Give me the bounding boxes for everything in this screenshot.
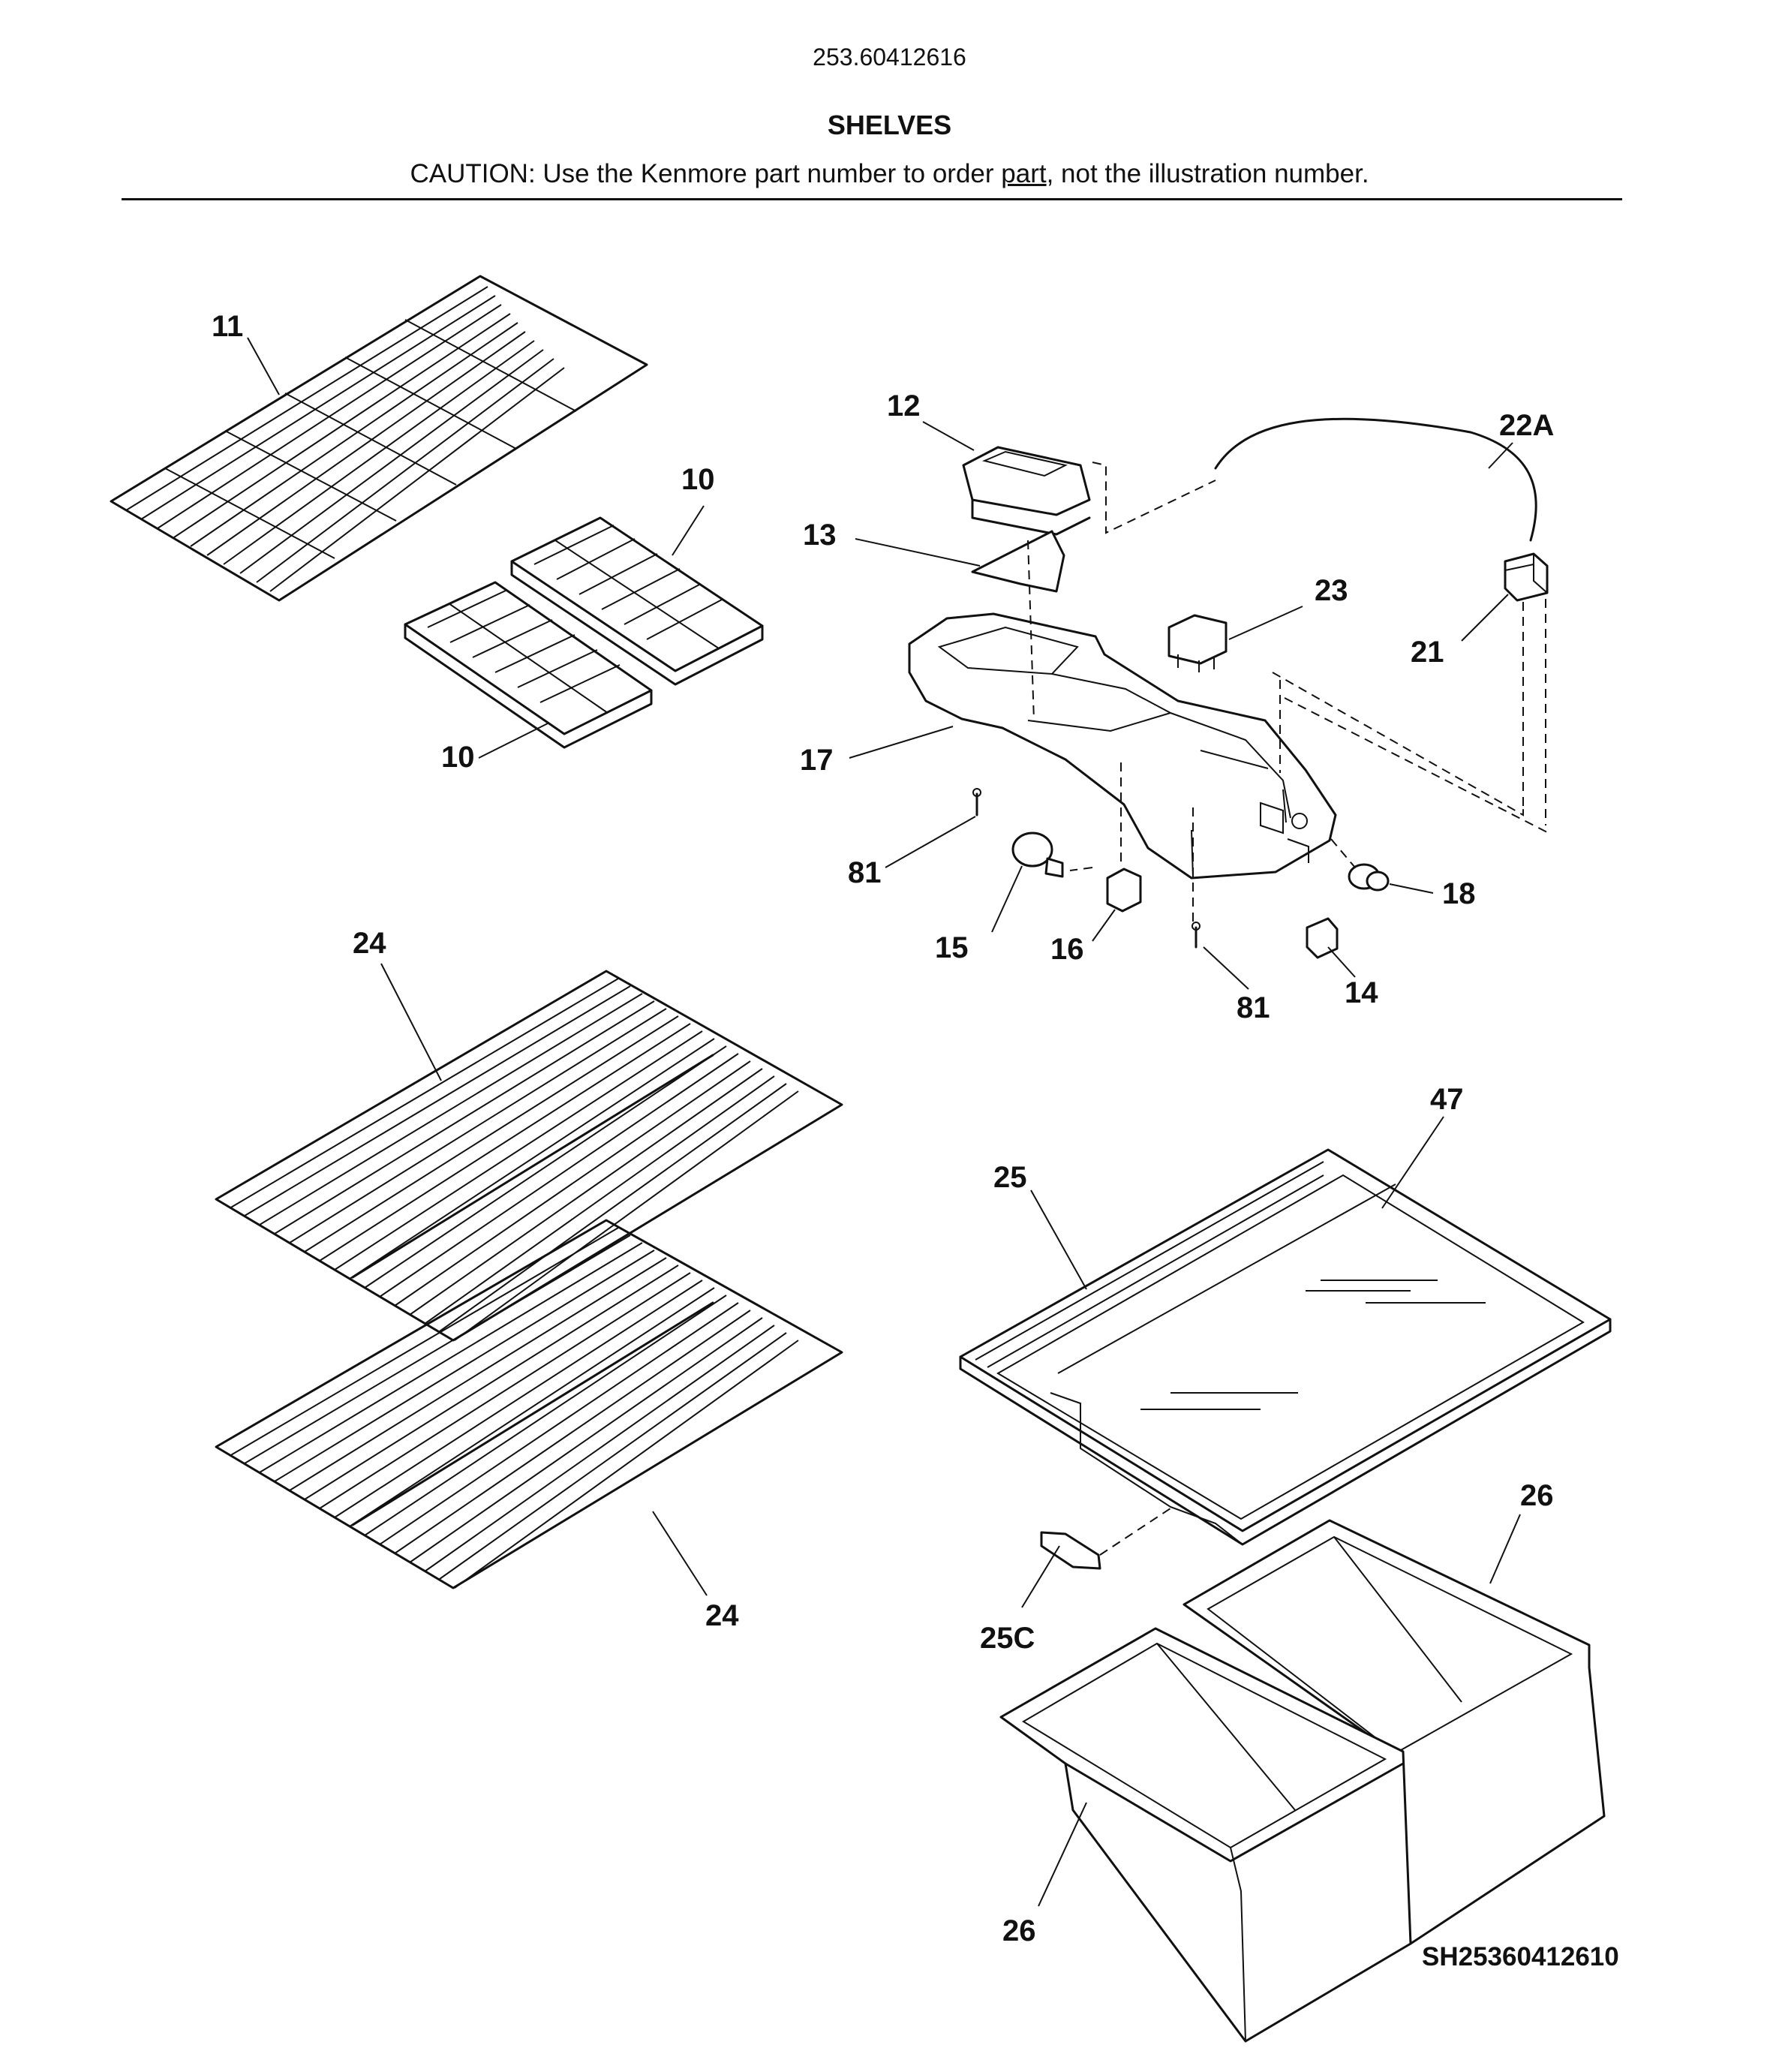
screw-part-81-left (972, 788, 981, 816)
callout-81-left: 81 (848, 856, 882, 889)
light-bulb-part-15 (1011, 832, 1064, 878)
callout-10-lower: 10 (441, 741, 475, 774)
glass-panel-part-47 (1140, 1280, 1486, 1410)
callout-labels: 11 10 10 12 13 22A 23 21 17 81 15 16 18 … (212, 310, 1554, 1947)
caution-note: CAUTION: Use the Kenmore part number to … (0, 159, 1779, 189)
callout-47: 47 (1430, 1083, 1464, 1116)
screw-part-81-right (1192, 922, 1201, 949)
chute-part-13 (971, 530, 1065, 593)
callout-26-rear: 26 (1520, 1479, 1554, 1512)
callout-14: 14 (1345, 976, 1378, 1009)
callout-10-upper: 10 (681, 463, 715, 496)
wire-shelf-part-24-upper (215, 970, 843, 1342)
caution-prefix: CAUTION: Use the Kenmore part number to … (410, 159, 1002, 188)
ice-tray-part-10-lower (404, 581, 653, 749)
crisper-drawer-part-26-front (999, 1627, 1412, 2043)
ice-tray-part-10-upper (510, 516, 764, 686)
assembly-dashed-lines (1027, 462, 1549, 925)
callout-17: 17 (800, 744, 834, 777)
document-code: SH25360412610 (1422, 1942, 1619, 1971)
control-part-23 (1167, 614, 1228, 672)
callout-12: 12 (887, 389, 921, 423)
latch-part-25c (1040, 1531, 1101, 1570)
callout-22a: 22A (1499, 409, 1554, 442)
latch-dashed-line (1099, 1508, 1171, 1556)
callout-23: 23 (1315, 574, 1348, 607)
callout-15: 15 (935, 931, 969, 964)
switch-part-21 (1504, 552, 1549, 602)
wire-shelf-part-24-lower (215, 1219, 843, 1589)
housing-part-17 (908, 612, 1337, 880)
crisper-cover-part-25 (959, 1148, 1612, 1546)
callout-18: 18 (1442, 877, 1476, 910)
callout-16: 16 (1050, 933, 1084, 966)
header-rule (122, 198, 1622, 200)
callout-11: 11 (212, 310, 243, 343)
wire-harness-part-22a (1214, 417, 1537, 542)
callout-24-upper: 24 (353, 927, 386, 960)
model-number: 253.60412616 (813, 44, 966, 71)
caution-suffix: , not the illustration number. (1046, 159, 1369, 188)
callout-26-front: 26 (1002, 1914, 1036, 1947)
wire-shelf-part-11 (110, 275, 648, 602)
section-title: SHELVES (827, 110, 952, 140)
callout-13: 13 (803, 519, 837, 552)
caution-underlined: part (1001, 159, 1047, 188)
socket-part-16 (1106, 868, 1142, 913)
callout-25: 25 (993, 1161, 1027, 1194)
callout-81-right: 81 (1237, 991, 1270, 1024)
callout-25c: 25C (980, 1622, 1035, 1655)
leader-lines (247, 337, 1521, 1907)
ice-bin-part-12 (962, 446, 1091, 536)
callout-21: 21 (1411, 636, 1444, 669)
callout-24-lower: 24 (705, 1599, 739, 1632)
knob-part-18 (1348, 863, 1390, 892)
